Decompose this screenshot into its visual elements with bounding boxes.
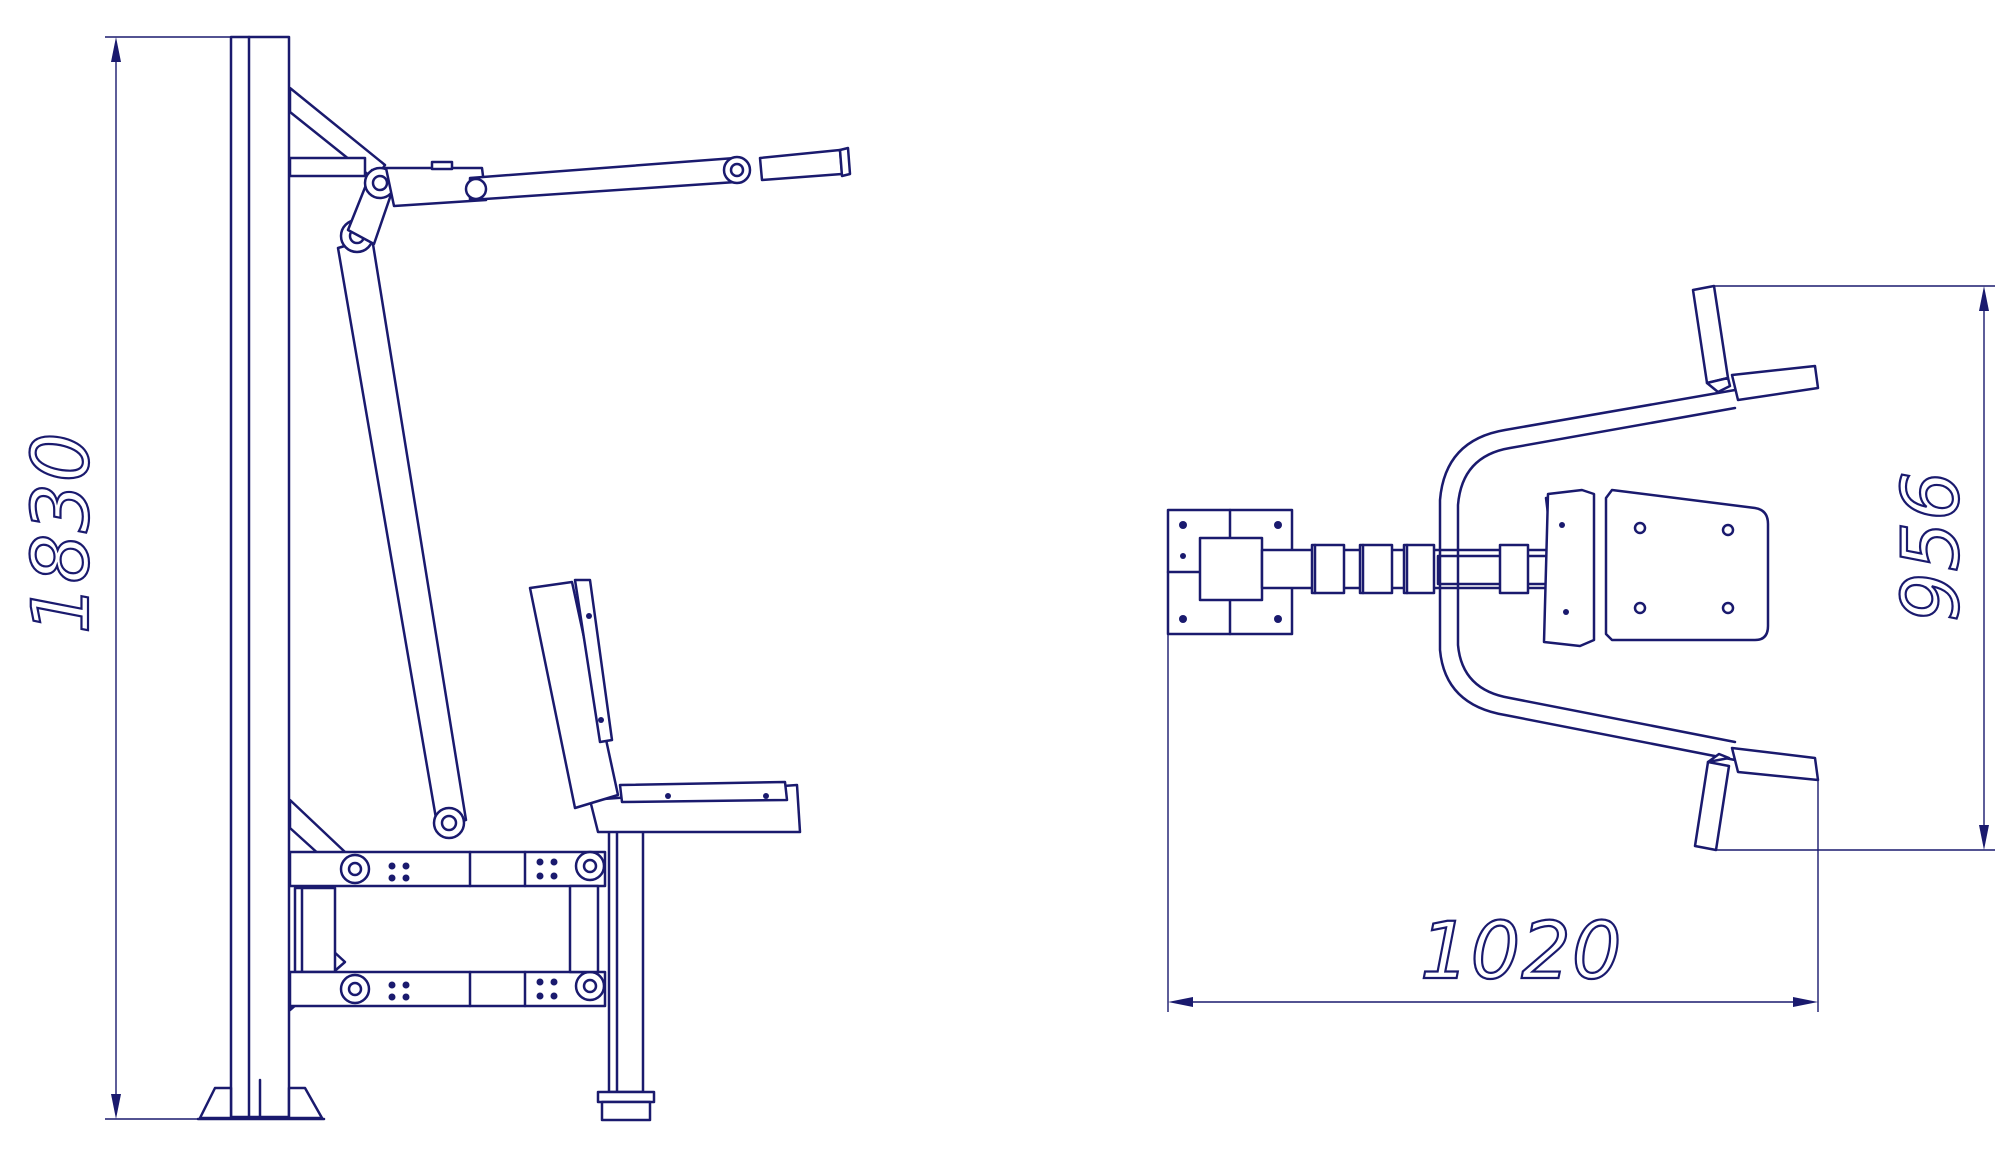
main-post bbox=[196, 35, 326, 1121]
height-dimension bbox=[105, 36, 231, 1120]
depth-dimension bbox=[1714, 285, 1995, 851]
center-beam bbox=[1260, 543, 1578, 595]
lever-arm bbox=[336, 218, 468, 840]
side-view: 1830 bbox=[16, 35, 852, 1122]
seat-top bbox=[1542, 488, 1770, 648]
width-label: 1020 bbox=[1420, 907, 1623, 997]
depth-label: 956 bbox=[1887, 470, 1977, 622]
seat-assembly bbox=[528, 578, 802, 1122]
pivot-link bbox=[346, 160, 488, 246]
curved-frame bbox=[1438, 284, 1820, 852]
width-dimension bbox=[1167, 634, 1819, 1012]
lower-frame bbox=[288, 850, 607, 1008]
top-view: 1020 956 bbox=[1166, 284, 1995, 1012]
height-label: 1830 bbox=[17, 431, 107, 634]
upper-brace bbox=[288, 86, 387, 1012]
handle-bar bbox=[464, 146, 852, 202]
